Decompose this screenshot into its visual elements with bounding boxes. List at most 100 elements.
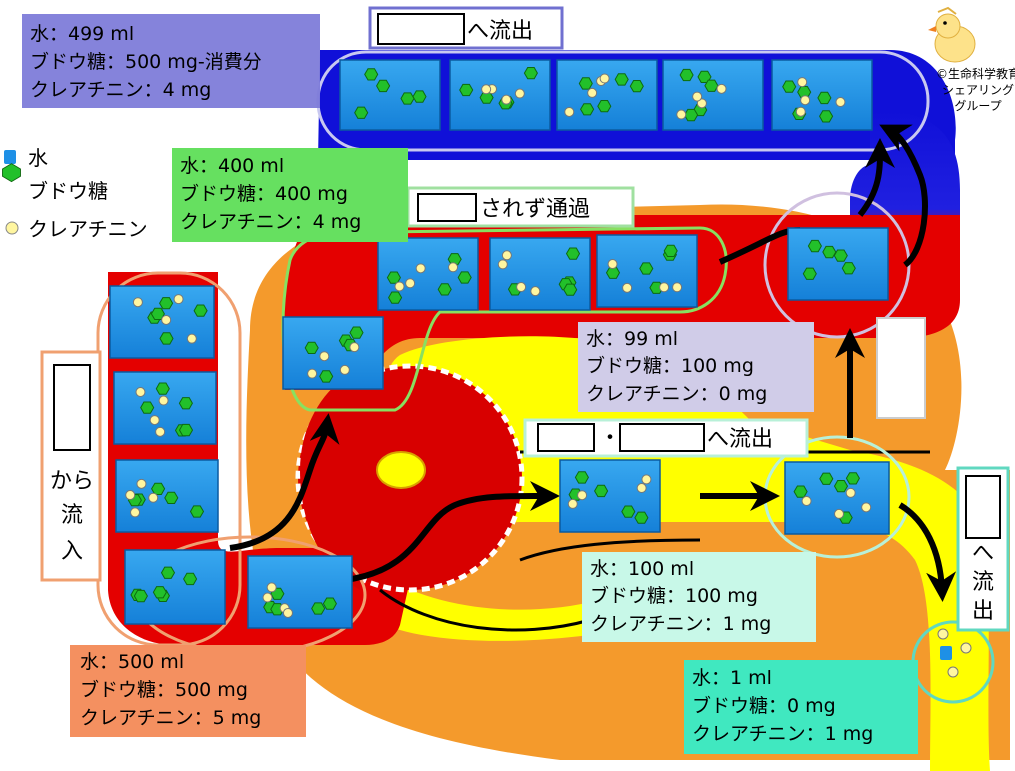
creatinine-particle: [155, 426, 166, 437]
glucose-particle: [679, 68, 694, 82]
legend-creatinine-label: クレアチニン: [28, 217, 148, 241]
copyright-line-3: グループ: [954, 99, 1001, 113]
cell: [559, 459, 661, 533]
cell: [377, 237, 479, 311]
info-box-green: 水：400 ml ブドウ糖：400 mg クレアチニン：4 mg: [172, 148, 408, 242]
info-box-mint-bottom: 水：1 ml ブドウ糖：0 mg クレアチニン：1 mg: [684, 660, 918, 754]
glucose-particle: [793, 485, 808, 498]
info-mint-mid-line-3: クレアチニン：1 mg: [590, 613, 771, 635]
creatinine-particle: [716, 83, 727, 94]
glucose-particle: [160, 566, 176, 579]
creatinine-particle: [845, 487, 856, 498]
creatinine-particle: [801, 496, 812, 507]
creatinine-particle: [135, 387, 146, 398]
creatinine-particle: [599, 73, 610, 84]
cell: [596, 234, 698, 308]
creatinine-particle: [405, 278, 416, 289]
creatinine-particle: [148, 492, 159, 503]
pass-label: されず通過: [406, 186, 635, 228]
glucose-particle: [311, 602, 326, 615]
creatinine-particle: [587, 87, 598, 98]
mid-outflow-text: へ流出: [707, 427, 773, 452]
glucose-particle: [639, 262, 654, 275]
creatinine-particle: [797, 77, 808, 88]
glucose-particle: [817, 91, 832, 105]
glucose-particle: [155, 382, 170, 395]
creatinine-particle: [672, 282, 683, 293]
creatinine-particle: [481, 84, 492, 95]
glucose-particle: [565, 247, 581, 260]
creatinine-particle: [307, 368, 318, 379]
flow-arrow-into-glomerulus: [344, 480, 560, 583]
legend-creatinine-icon: [5, 221, 19, 235]
creatinine-particle: [186, 333, 197, 344]
glucose-particle: [807, 239, 822, 253]
info-mint-bottom-line-3: クレアチニン：1 mg: [692, 723, 873, 745]
glucose-particle: [178, 397, 193, 410]
glucose-particle: [833, 249, 848, 262]
creatinine-particle: [607, 259, 618, 270]
glucose-particle: [663, 244, 678, 257]
glucose-particle: [634, 511, 649, 524]
glucose-particle: [614, 73, 629, 86]
legend-glucose-label: ブドウ糖: [28, 179, 108, 203]
creatinine-particle: [130, 507, 141, 518]
creatinine-particle: [415, 263, 426, 274]
creatinine-particle: [161, 314, 172, 325]
glucose-particle: [159, 332, 174, 345]
creatinine-particle: [636, 483, 647, 494]
glucose-particle: [523, 67, 538, 80]
copyright-line-1: ©生命科学教育: [936, 66, 1015, 81]
creatinine-particle: [676, 109, 687, 120]
creatinine-particle: [501, 94, 512, 105]
inflow-label: から 流 入: [40, 350, 102, 582]
creatinine-particle: [800, 95, 811, 106]
glucose-particle: [412, 90, 427, 103]
creatinine-particle: [497, 259, 508, 270]
info-top-line-1: 水：499 ml: [30, 23, 134, 45]
info-top-line-3: クレアチニン：4 mg: [30, 79, 211, 101]
pass-blank: [417, 193, 477, 222]
glucose-particle: [580, 103, 595, 116]
cell: [113, 371, 217, 445]
top-outflow-label: へ流出: [368, 6, 564, 50]
glucose-particle: [354, 106, 369, 119]
glucose-particle: [841, 262, 856, 275]
glucose-particle: [782, 80, 797, 93]
creatinine-particle: [835, 97, 846, 108]
glucose-particle: [447, 253, 462, 266]
inflow-blank: [53, 364, 91, 451]
glucose-particle: [152, 586, 167, 599]
glucose-particle: [178, 423, 194, 437]
mid-outflow-label: ・ へ流出: [523, 418, 809, 458]
glucose-particle: [437, 283, 452, 296]
inflow-text-1: から: [50, 469, 94, 494]
info-lavender-line-3: クレアチニン：0 mg: [586, 383, 767, 405]
info-salmon-line-3: クレアチニン：5 mg: [80, 707, 261, 729]
glucose-particle: [364, 68, 379, 81]
cell: [115, 459, 219, 533]
glucose-particle: [376, 79, 391, 93]
inflow-text-3: 入: [61, 539, 83, 564]
flow-arrow-to-urine: [898, 502, 957, 602]
creatinine-particle: [577, 490, 588, 501]
urine-outflow-label: へ 流 出: [956, 466, 1010, 632]
cell: [771, 59, 873, 131]
cell: [247, 555, 353, 629]
copyright-line-2: シェアリング: [942, 83, 1014, 97]
glucose-particle: [349, 326, 364, 339]
mid-blank-2: [619, 423, 705, 452]
capsule-outline: [379, 588, 591, 632]
creatinine-particle: [349, 342, 360, 353]
creatinine-particle: [282, 607, 293, 618]
cell: [784, 461, 890, 535]
urine-text-3: 出: [972, 599, 994, 624]
creatinine-particle: [564, 106, 575, 117]
cell: [489, 237, 591, 311]
creatinine-particle: [516, 282, 527, 293]
creatinine-particle: [132, 297, 143, 308]
chick-logo: [928, 6, 976, 63]
creatinine-particle: [622, 282, 633, 293]
cell: [449, 59, 551, 131]
